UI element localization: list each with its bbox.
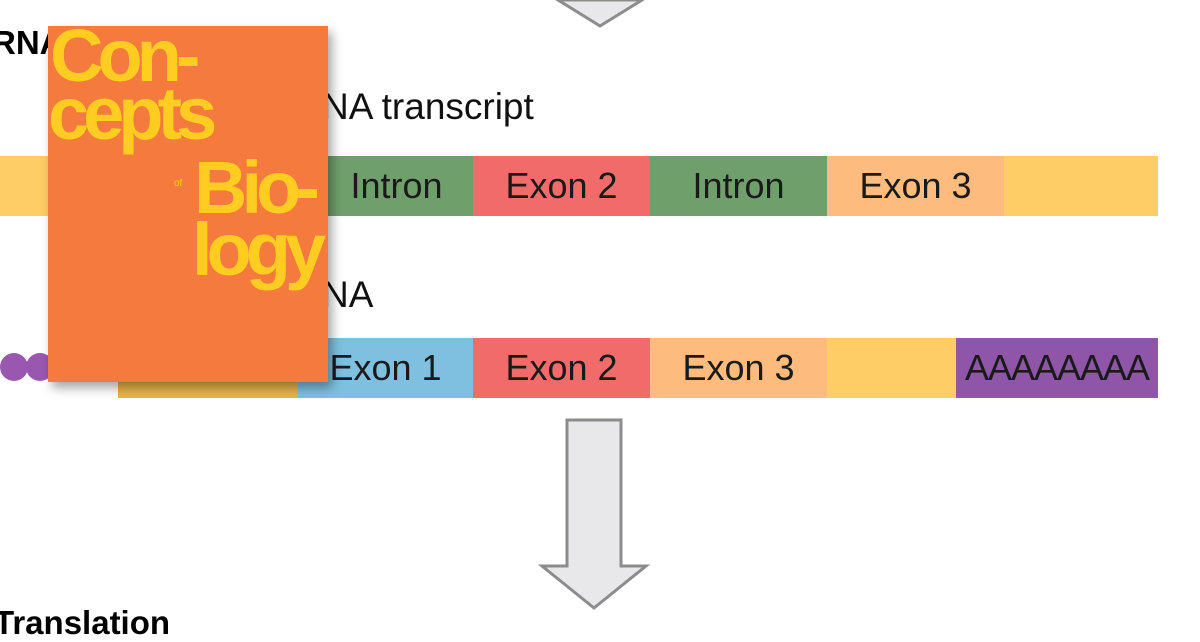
cover-of-text: of <box>174 178 183 189</box>
heading-translation: Translation <box>0 604 171 641</box>
cover-title-line: logy <box>192 208 326 291</box>
utr-segment <box>827 338 956 398</box>
utr-segment <box>1004 156 1158 216</box>
book-cover-thumbnail[interactable]: Con- cepts of Bio- logy <box>48 26 328 382</box>
cover-title-line: Con- <box>50 26 200 97</box>
exon-segment: Exon 3 <box>827 156 1004 216</box>
exon-segment: Exon 2 <box>473 338 650 398</box>
cover-title-line: cepts <box>48 72 217 155</box>
exon-segment: Exon 2 <box>473 156 650 216</box>
exon-segment: Exon 3 <box>650 338 827 398</box>
mrna-label: NA <box>322 274 374 315</box>
intron-segment: Intron <box>650 156 827 216</box>
pre-mrna-label: NA transcript <box>322 86 534 127</box>
arrow-down-icon <box>537 418 651 610</box>
cover-title-line: Bio- <box>194 146 320 229</box>
intron-segment: Intron <box>320 156 473 216</box>
arrow-down-icon <box>555 0 645 28</box>
cap-circle <box>0 353 28 381</box>
poly-a-tail-segment: AAAAAAAA <box>956 338 1158 398</box>
mrna-strip: Exon 1 Exon 2 Exon 3 AAAAAAAA <box>118 338 1158 398</box>
